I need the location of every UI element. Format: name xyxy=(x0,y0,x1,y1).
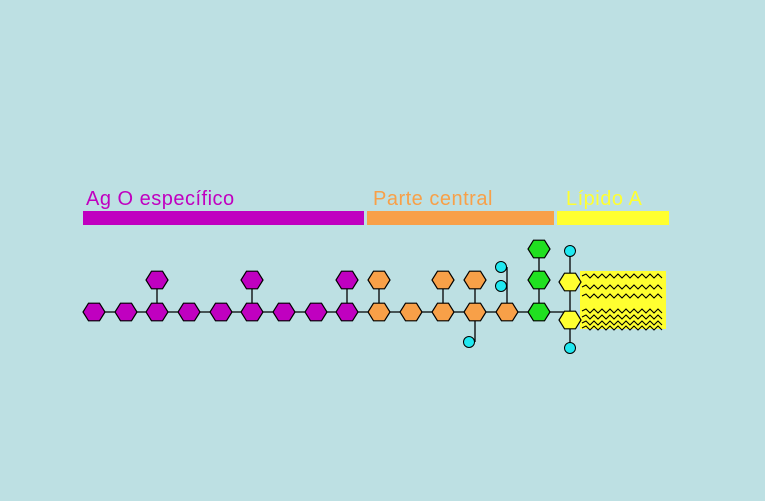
o-antigen-sugar xyxy=(304,302,328,322)
core-sugar xyxy=(431,302,455,322)
core-sugar xyxy=(463,302,487,322)
fatty-acid-chain xyxy=(581,320,663,326)
o-antigen-bar xyxy=(83,211,364,225)
o-antigen-branch-sugar xyxy=(335,270,359,290)
lipid-a-label: Lípido A xyxy=(566,188,643,210)
o-antigen-sugar xyxy=(209,302,233,322)
core-green-sugar xyxy=(527,302,551,322)
fatty-acid-chain xyxy=(581,293,663,299)
o-antigen-sugar xyxy=(145,302,169,322)
core-bar xyxy=(367,211,554,225)
phosphate-circle xyxy=(495,261,507,273)
o-antigen-sugar xyxy=(114,302,138,322)
core-branch-sugar xyxy=(463,270,487,290)
core-sugar xyxy=(495,302,519,322)
fatty-acid-chain xyxy=(581,284,663,290)
core-branch-sugar xyxy=(367,270,391,290)
fatty-acid-chain xyxy=(581,273,663,279)
lipid-a-bar xyxy=(557,211,669,225)
fatty-acid-chain xyxy=(581,308,663,314)
o-antigen-sugar xyxy=(240,302,264,322)
fatty-acid-chain xyxy=(581,325,663,331)
o-antigen-sugar xyxy=(272,302,296,322)
core-sugar xyxy=(399,302,423,322)
o-antigen-branch-sugar xyxy=(145,270,169,290)
o-antigen-sugar xyxy=(335,302,359,322)
fatty-acid-chain xyxy=(581,314,663,320)
o-antigen-sugar xyxy=(82,302,106,322)
o-antigen-branch-sugar xyxy=(240,270,264,290)
core-sugar xyxy=(367,302,391,322)
core-label: Parte central xyxy=(373,188,493,210)
phosphate-circle xyxy=(564,245,576,257)
core-green-sugar xyxy=(527,270,551,290)
lipid-a-glucosamine xyxy=(558,310,582,330)
core-branch-sugar xyxy=(431,270,455,290)
phosphate-circle xyxy=(495,280,507,292)
o-antigen-sugar xyxy=(177,302,201,322)
core-green-sugar xyxy=(527,239,551,259)
lipid-a-glucosamine xyxy=(558,272,582,292)
phosphate-circle xyxy=(564,342,576,354)
phosphate-circle xyxy=(463,336,475,348)
o-antigen-label: Ag O específico xyxy=(86,188,235,210)
lipid-a-block xyxy=(580,271,666,329)
